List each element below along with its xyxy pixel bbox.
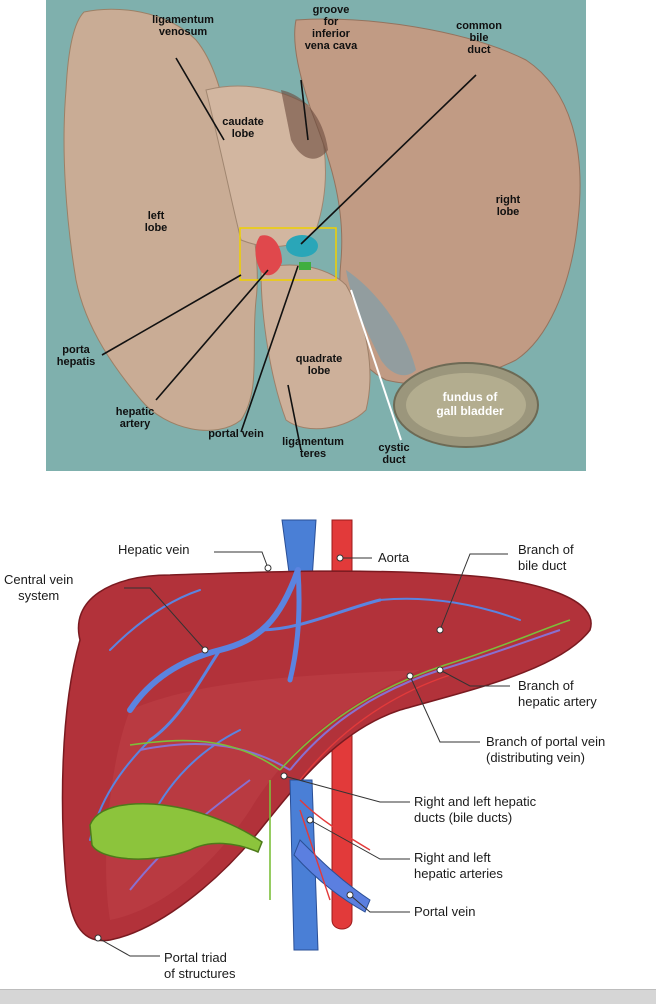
label-cystic-duct: cystic duct	[378, 442, 410, 466]
central-vein-tree	[89, 567, 521, 841]
label-branch-portal-vein: Branch of portal vein (distributing vein…	[486, 734, 606, 765]
diagram-pointer-dots	[94, 554, 444, 942]
label-hepatic-ducts: Right and left hepatic ducts (bile ducts…	[414, 794, 537, 825]
gallbladder-neck-shape	[346, 270, 416, 376]
diagram-pointer-lines	[97, 551, 510, 957]
label-branch-hepatic-artery: Branch of hepatic artery	[518, 678, 597, 709]
label-portal-vein-diagram: Portal vein	[414, 904, 476, 919]
hepatic-artery-marker	[255, 235, 282, 276]
label-quadrate-lobe: quadrate lobe	[295, 353, 343, 377]
label-portal-vein-photo: portal vein	[208, 428, 264, 440]
label-hepatic-arteries: Right and left hepatic arteries	[414, 850, 503, 881]
ivc-groove-shape	[281, 90, 328, 159]
liver-photograph-panel: ligamentum venosum groove for inferior v…	[46, 0, 586, 471]
bile-duct-marker	[286, 235, 318, 257]
label-aorta: Aorta	[378, 550, 410, 565]
label-groove-inferior-vena-cava: groove for inferior vena cava	[304, 4, 358, 52]
bottom-divider	[0, 989, 656, 1004]
portal-vein-marker	[299, 262, 311, 270]
label-hepatic-artery: hepatic artery	[115, 406, 155, 430]
label-right-lobe: right lobe	[495, 194, 521, 218]
label-common-bile-duct: common bile duct	[456, 20, 502, 56]
label-caudate-lobe: caudate lobe	[222, 116, 264, 140]
liver-photograph	[63, 8, 581, 451]
cystic-duct-pointer	[350, 289, 402, 441]
label-left-lobe: left lobe	[144, 210, 168, 234]
label-branch-bile-duct: Branch of bile duct	[518, 542, 574, 573]
label-central-vein-system: Central vein system	[4, 572, 74, 603]
liver-vascular-diagram	[61, 519, 592, 957]
label-portal-triad: Portal triad of structures	[164, 950, 236, 981]
gallbladder-shape	[89, 803, 263, 860]
label-ligamentum-venosum: ligamentum venosum	[152, 14, 214, 38]
label-porta-hepatis: porta hepatis	[56, 344, 96, 368]
hepatic-artery-branches	[299, 674, 451, 901]
liver-shading	[106, 670, 420, 920]
label-ligamentum-teres: ligamentum teres	[282, 436, 344, 460]
porta-hepatis-box	[239, 227, 337, 281]
gallbladder-fundus-inner	[406, 373, 526, 437]
liver-vascular-diagram-panel: Hepatic vein Aorta Branch of bile duct C…	[0, 480, 656, 1004]
photo-pointer-lines	[101, 57, 477, 451]
label-hepatic-vein: Hepatic vein	[118, 542, 190, 557]
label-fundus-gall-bladder: fundus of gall bladder	[436, 390, 504, 418]
